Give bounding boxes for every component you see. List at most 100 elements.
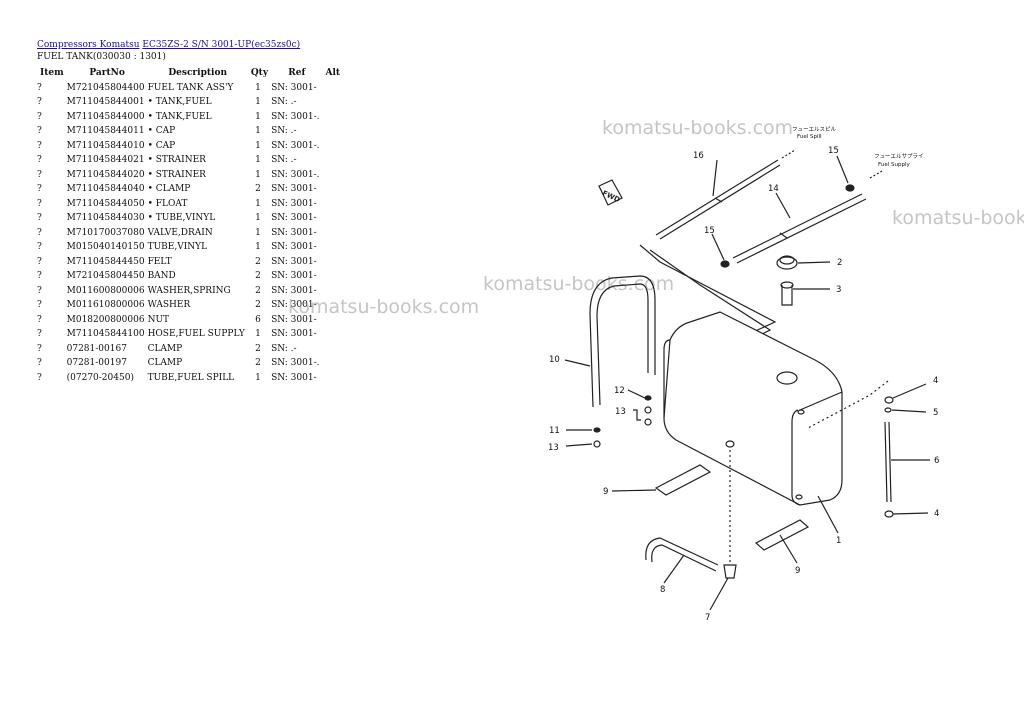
cell-item: ? (37, 213, 42, 223)
cell-item: ? (37, 329, 42, 339)
cell-qty: 2 (255, 271, 261, 281)
table-header-row: Item PartNo Description Qty Ref Alt (37, 66, 343, 81)
fuel-tank-body (663, 311, 843, 506)
cell-qty: 2 (255, 300, 261, 310)
cell-alt (322, 110, 343, 125)
cell-partno: M711045844021 (66, 155, 145, 165)
cell-item: ? (37, 126, 42, 136)
header-partno: PartNo (89, 68, 125, 78)
callout-6: 6 (934, 456, 939, 466)
cell-item: ? (37, 97, 42, 107)
clamp-15 (720, 260, 730, 268)
cell-partno: M711045844100 (66, 329, 145, 339)
cell-partno: M011610800006 (66, 300, 145, 310)
header-qty: Qty (250, 68, 269, 78)
cell-partno: M711045844011 (66, 126, 145, 136)
cell-alt (322, 226, 343, 241)
callout-7: 7 (705, 613, 710, 623)
cell-alt (322, 168, 343, 183)
cell-qty: 2 (255, 358, 261, 368)
cell-description: HOSE,FUEL SUPPLY (147, 329, 245, 339)
cell-alt (322, 124, 343, 139)
callout-1: 1 (836, 536, 841, 546)
cell-item: ? (37, 358, 42, 368)
callout-2: 2 (837, 258, 842, 268)
cell-description: • CLAMP (147, 184, 191, 194)
cell-alt (322, 153, 343, 168)
cell-ref: SN: .- (271, 126, 297, 136)
cell-qty: 1 (255, 227, 261, 238)
washer-spring-11 (593, 427, 601, 433)
cell-qty: 1 (255, 242, 261, 252)
cell-item: ? (37, 227, 42, 238)
callout-9: 9 (795, 566, 800, 576)
callout-14: 14 (768, 184, 779, 194)
cell-partno: M710170037080 (66, 227, 145, 238)
cell-description: CLAMP (147, 358, 183, 368)
cell-description: • TANK,FUEL (147, 111, 212, 122)
cell-qty: 1 (255, 372, 261, 383)
cell-description: WASHER,SPRING (147, 285, 231, 296)
felt-9 (754, 519, 810, 551)
vinyl-tube-8 (645, 537, 719, 572)
callout-13: 13 (548, 443, 559, 453)
cell-ref: SN: .- (271, 155, 297, 165)
cell-description: TUBE,VINYL (147, 242, 208, 252)
fuel-supply-label-jp: フューエルサプライ (874, 153, 924, 160)
page-subtitle: FUEL TANK(030030 : 1301) (37, 52, 166, 62)
cell-item: ? (37, 184, 42, 194)
fuel-spill-label-jp: フューエルスピル (792, 126, 837, 133)
fuel-spill-label: Fuel Spill (797, 134, 822, 140)
cell-qty: 2 (255, 256, 261, 267)
cell-qty: 1 (255, 169, 261, 180)
nut-13 (644, 406, 652, 414)
fwd-tag: FWD (598, 179, 623, 206)
felt-9 (654, 464, 712, 496)
cell-description: TUBE,FUEL SPILL (147, 372, 235, 383)
cell-alt (322, 269, 343, 284)
cell-description: WASHER (147, 300, 191, 310)
cell-partno: M721045804400 (66, 82, 145, 93)
callout-4: 4 (934, 509, 939, 519)
header-alt: Alt (325, 68, 341, 78)
cell-alt (322, 240, 343, 255)
cell-qty: 1 (255, 155, 261, 165)
breadcrumb-link-model[interactable]: EC35ZS-2 S/N 3001-UP(ec35zs0c) (142, 40, 301, 50)
cell-partno: M011600800006 (66, 285, 145, 296)
cell-ref: SN: 3001- (271, 285, 317, 296)
callout-16: 16 (693, 151, 704, 161)
header-ref: Ref (288, 68, 306, 78)
cell-qty: 1 (255, 82, 261, 93)
cell-qty: 1 (255, 111, 261, 122)
cell-partno: M711045844020 (66, 169, 145, 180)
callout-15: 15 (828, 146, 839, 156)
cell-alt (322, 81, 343, 96)
cell-ref: SN: 3001- (271, 314, 317, 325)
cell-ref: SN: 3001- (271, 300, 317, 310)
cell-ref: SN: .- (271, 97, 297, 107)
callout-11: 11 (549, 426, 560, 436)
cell-alt (322, 211, 343, 226)
drain-valve-7 (723, 440, 737, 579)
callout-3: 3 (836, 285, 841, 295)
cell-partno: M711045844010 (66, 140, 145, 151)
breadcrumb-link-compressors[interactable]: Compressors Komatsu (37, 40, 140, 50)
cell-description: • CAP (147, 140, 176, 151)
cell-ref: SN: 3001- (271, 198, 317, 209)
cell-item: ? (37, 300, 42, 310)
cell-alt (322, 371, 343, 386)
cell-qty: 2 (255, 343, 261, 354)
cell-description: FELT (147, 256, 172, 267)
cell-qty: 2 (255, 184, 261, 194)
cell-description: • STRAINER (147, 155, 206, 165)
cell-description: • TANK,FUEL (147, 97, 212, 107)
cell-qty: 1 (255, 140, 261, 151)
cell-ref: SN: 3001- (271, 82, 317, 93)
